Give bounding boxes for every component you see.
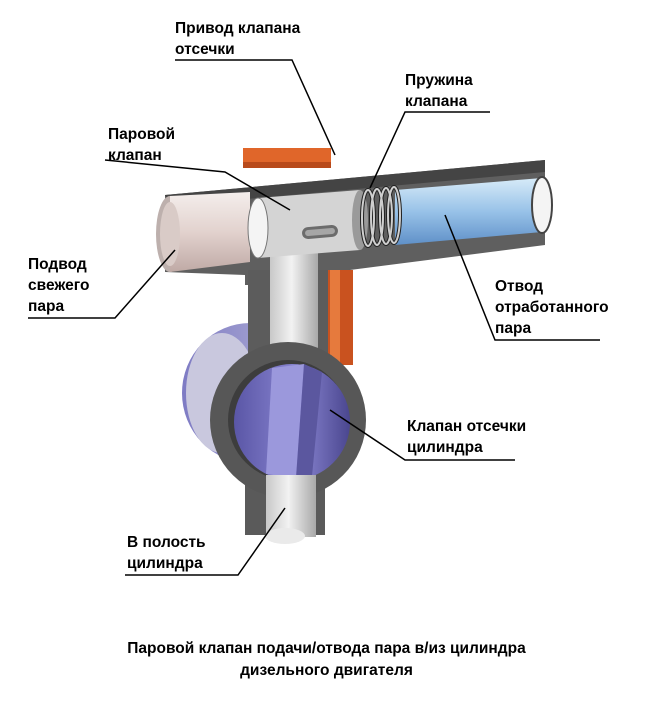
valve-spring-light: [361, 186, 401, 247]
leader-fresh-steam: [28, 249, 176, 319]
label-cylinder: В полость цилиндра: [127, 534, 206, 572]
actuator-block: [243, 148, 353, 365]
leader-cylinder: [125, 507, 286, 576]
diagram-caption: Паровой клапан подачи/отвода пара в/из ц…: [0, 638, 653, 682]
leader-actuator: [175, 59, 336, 156]
leader-exhaust: [444, 214, 600, 341]
caption-line-2: дизельного двигателя: [240, 662, 413, 679]
leader-steam-valve: [104, 159, 291, 211]
label-cutoff-valve: Клапан отсечки цилиндра: [407, 418, 527, 456]
label-steam-valve: Паровой клапан: [108, 126, 176, 164]
steam-valve-spool: [247, 190, 368, 259]
label-actuator: Привод клапана отсечки: [175, 20, 301, 58]
caption-line-1: Паровой клапан подачи/отвода пара в/из ц…: [127, 640, 526, 657]
label-exhaust: Отвод отработанного пара: [495, 278, 609, 337]
label-fresh-steam: Подвод свежего пара: [28, 256, 90, 315]
leader-spring: [369, 111, 490, 189]
label-spring: Пружина клапана: [405, 72, 473, 110]
leader-lines: [28, 59, 600, 576]
fresh-steam-bore: [156, 192, 250, 272]
cutoff-disc: [234, 364, 350, 480]
exhaust-bore: [395, 176, 553, 245]
leader-cutoff-valve: [329, 409, 515, 461]
cylinder-outlet: [265, 475, 316, 544]
